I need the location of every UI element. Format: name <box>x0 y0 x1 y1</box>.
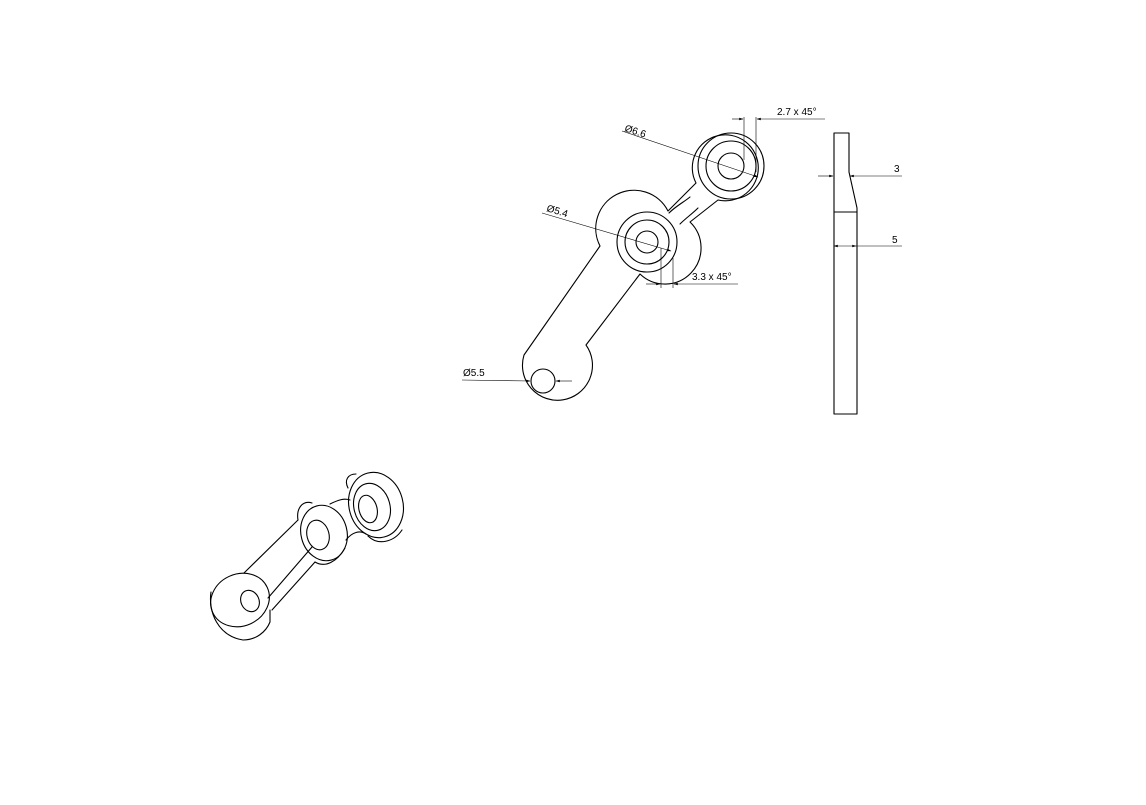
dim-mid-chamfer: 3.3 x 45° <box>692 272 732 283</box>
iso-bottom-hole <box>240 589 260 613</box>
dim-side-3: 3 <box>894 164 900 175</box>
top-boss-outer <box>697 132 765 200</box>
iso-top-chamfer <box>352 482 392 532</box>
mid-chamfer-circle <box>624 219 670 265</box>
dim-top-chamfer: 2.7 x 45° <box>777 107 817 118</box>
side-view: 3 5 <box>818 132 902 415</box>
front-view <box>521 132 765 401</box>
dim-side-5: 5 <box>892 235 898 246</box>
side-outline <box>833 132 858 415</box>
iso-bottom-boss-top <box>210 572 270 628</box>
top-hole <box>717 152 745 180</box>
dim-bottom-hole: Ø5.5 <box>463 368 485 379</box>
part-outline <box>521 134 759 401</box>
top-chamfer-circle <box>705 140 757 192</box>
iso-top-hole <box>358 494 378 524</box>
iso-top-boss <box>348 471 404 539</box>
dim-leader-mid-hole <box>541 212 672 252</box>
dim-leader-top-hole <box>621 130 759 178</box>
iso-mid-hole <box>306 519 330 551</box>
neck-line-1 <box>668 196 691 214</box>
dim-top-hole: Ø6.6 <box>623 123 647 140</box>
mid-boss-outer <box>616 211 678 273</box>
iso-mid-boss <box>300 504 348 562</box>
neck-line-2 <box>679 207 699 225</box>
front-dimensions: Ø6.6 2.7 x 45° Ø5.4 3.3 x 45° Ø5.5 <box>461 107 825 383</box>
mid-hole <box>635 230 659 254</box>
isometric-view <box>209 471 404 641</box>
bottom-hole <box>530 368 556 394</box>
